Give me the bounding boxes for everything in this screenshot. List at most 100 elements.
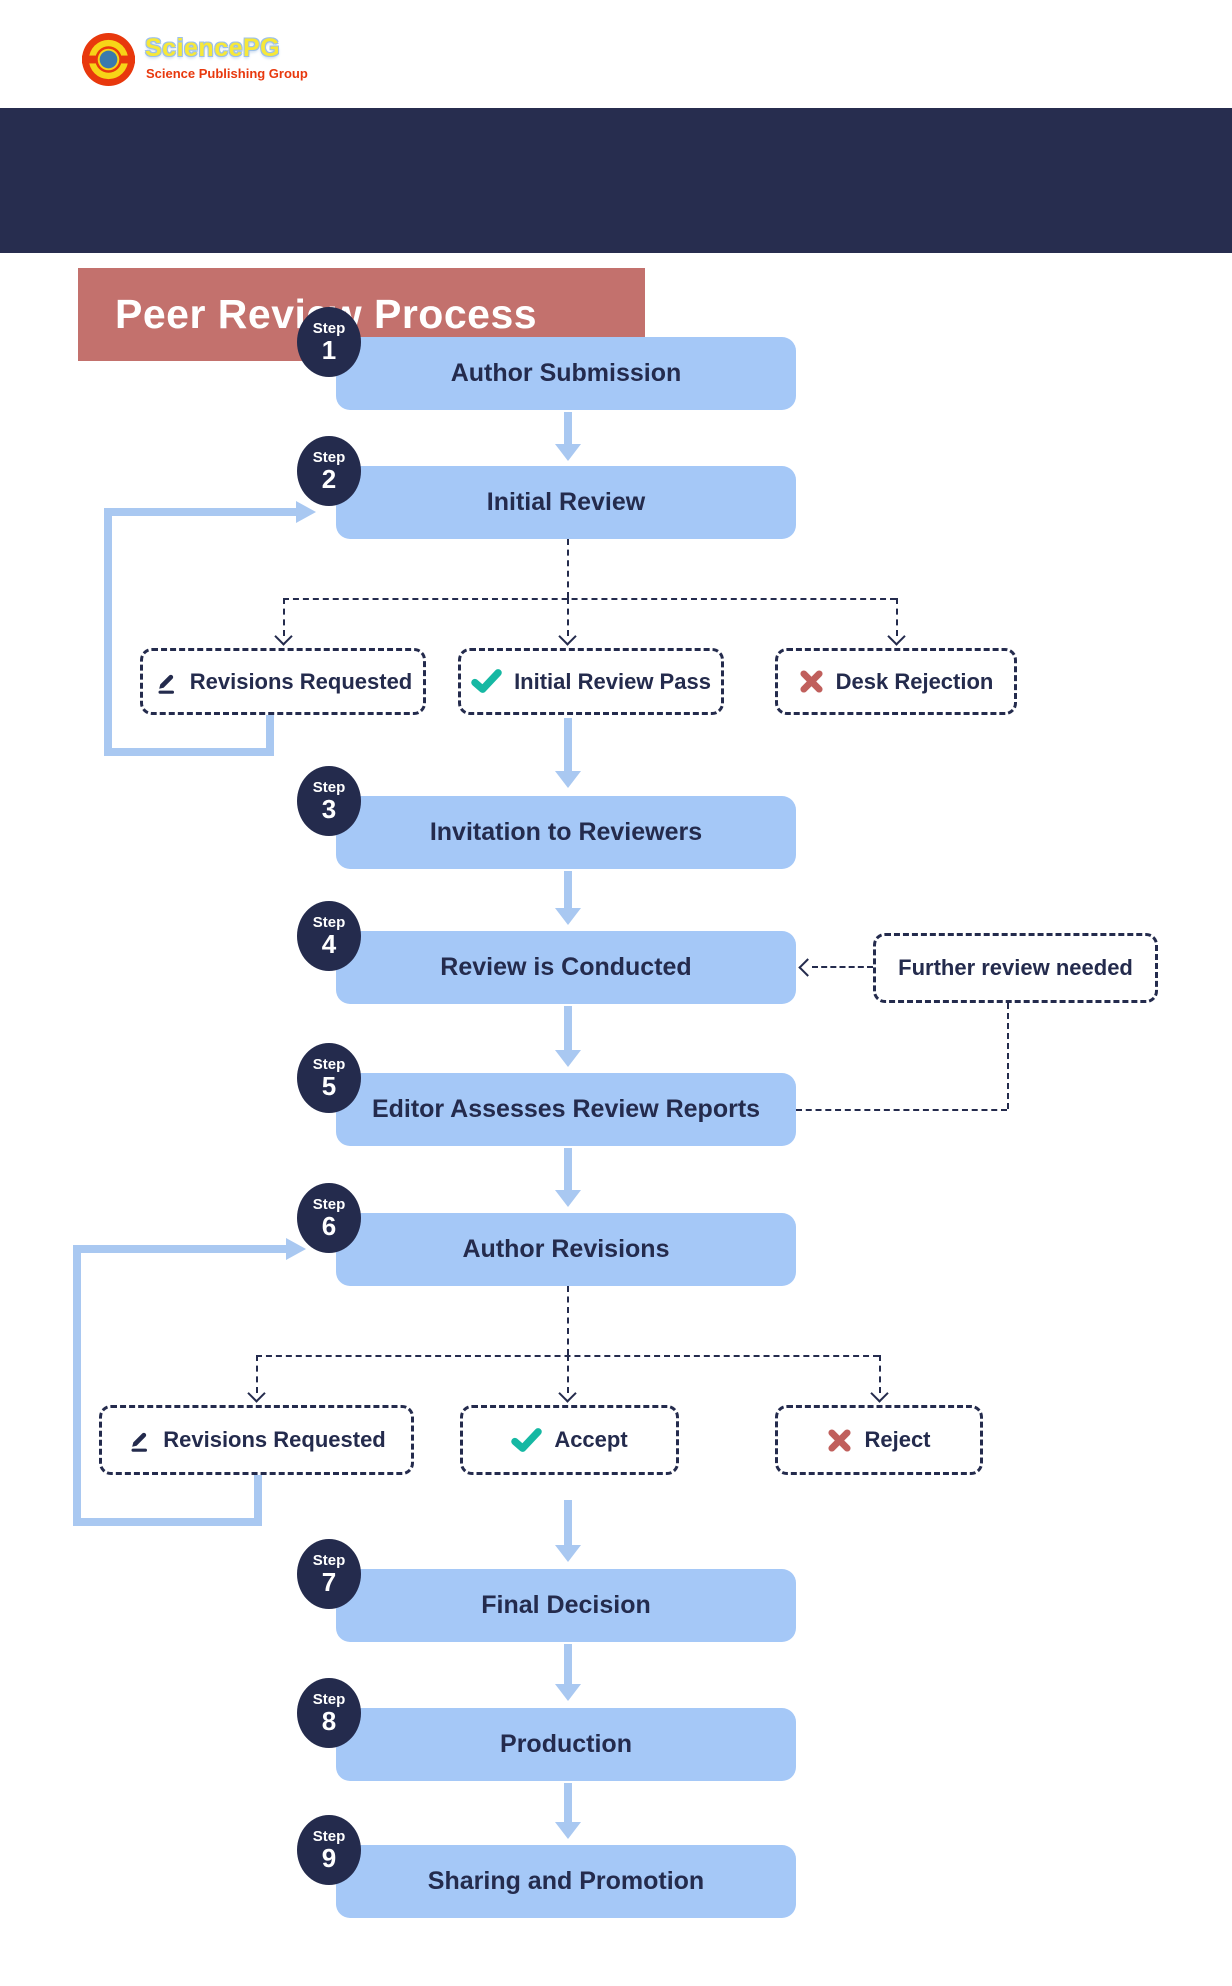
badge-word: Step — [312, 1056, 346, 1073]
branch-label: Revisions Requested — [189, 668, 413, 694]
step-badge-6: Step 6 — [297, 1183, 361, 1253]
step-label: Author Revisions — [462, 1235, 670, 1263]
step-box-invitation-to-reviewers: Invitation to Reviewers — [336, 796, 796, 869]
loop2-segment — [73, 1245, 81, 1526]
arrow-accept-7-head — [555, 1545, 581, 1562]
badge-word: Step — [312, 1196, 346, 1213]
step-badge-5: Step 5 — [297, 1043, 361, 1113]
check-icon — [511, 1427, 543, 1452]
title-band: Peer Review Process — [0, 108, 1232, 361]
step-badge-1: Step 1 — [297, 307, 361, 377]
branch-label: Initial Review Pass — [514, 668, 711, 694]
loop1-segment — [266, 715, 274, 756]
pencil-icon — [158, 674, 174, 694]
branch-label: Revisions Requested — [163, 1427, 386, 1452]
loop2-segment — [254, 1475, 262, 1526]
loop2-arrowhead-icon — [286, 1238, 306, 1260]
badge-number: 1 — [321, 335, 337, 365]
badge-number: 4 — [321, 929, 337, 959]
badge-number: 3 — [321, 794, 337, 824]
branch-label: Reject — [864, 1427, 931, 1452]
badge-word: Step — [312, 914, 346, 931]
arrowhead-down-icon — [558, 627, 577, 646]
badge-number: 5 — [321, 1071, 337, 1101]
step-label: Invitation to Reviewers — [429, 818, 703, 846]
dashed-connector — [567, 1355, 569, 1393]
dashed-connector — [1007, 1003, 1009, 1109]
branch-desk-rejection: Desk Rejection — [775, 648, 1017, 715]
badge-word: Step — [312, 1691, 346, 1708]
arrow-1-2-head — [555, 444, 581, 461]
arrow-1-2 — [564, 412, 572, 445]
dashed-connector — [567, 598, 569, 636]
dashed-connector — [567, 539, 569, 598]
arrow-7-8 — [564, 1644, 572, 1685]
badge-word: Step — [312, 449, 346, 466]
step-label: Author Submission — [450, 359, 682, 387]
check-icon — [471, 669, 502, 693]
step-box-editor-assesses-review-reports: Editor Assesses Review Reports — [336, 1073, 796, 1146]
step-label: Initial Review — [486, 488, 646, 516]
dashed-connector — [283, 598, 896, 600]
arrowhead-down-icon — [887, 627, 906, 646]
arrow-4-5 — [564, 1006, 572, 1051]
step-box-review-is-conducted: Review is Conducted — [336, 931, 796, 1004]
header: SciencePG Science Publishing Group — [0, 0, 1232, 108]
badge-number: 8 — [321, 1706, 337, 1736]
badge-word: Step — [312, 779, 346, 796]
loop1-segment — [104, 508, 298, 516]
badge-number: 6 — [321, 1211, 337, 1241]
dashed-connector — [567, 1286, 569, 1355]
arrow-pass-3-head — [555, 771, 581, 788]
badge-number: 7 — [321, 1567, 337, 1597]
x-icon — [800, 670, 823, 693]
step-label: Production — [500, 1730, 632, 1758]
loop2-segment — [73, 1245, 288, 1253]
loop1-segment — [104, 508, 112, 756]
loop1-segment — [104, 748, 274, 756]
badge-word: Step — [312, 320, 346, 337]
step-box-production: Production — [336, 1708, 796, 1781]
x-icon — [828, 1428, 852, 1452]
branch-reject: Reject — [775, 1405, 983, 1475]
brand-tagline: Science Publishing Group — [146, 66, 308, 81]
dashed-connector — [796, 1109, 1007, 1111]
step-box-author-submission: Author Submission — [336, 337, 796, 410]
branch-accept: Accept — [460, 1405, 679, 1475]
dashed-connector — [812, 966, 873, 968]
loop1-arrowhead-icon — [296, 501, 316, 523]
arrowhead-down-icon — [247, 1384, 266, 1403]
loop2-segment — [73, 1518, 262, 1526]
step-label: Review is Conducted — [440, 953, 692, 981]
step-badge-7: Step 7 — [297, 1539, 361, 1609]
arrow-8-9-head — [555, 1822, 581, 1839]
step-label: Sharing and Promotion — [427, 1867, 705, 1895]
arrowhead-down-icon — [558, 1384, 577, 1403]
arrow-3-4 — [564, 871, 572, 909]
dashed-connector — [256, 1355, 258, 1393]
arrow-7-8-head — [555, 1684, 581, 1701]
step-label: Editor Assesses Review Reports — [371, 1095, 761, 1123]
arrow-8-9 — [564, 1783, 572, 1823]
step-box-final-decision: Final Decision — [336, 1569, 796, 1642]
arrowhead-down-icon — [870, 1384, 889, 1403]
dashed-connector — [283, 598, 285, 636]
step-box-initial-review: Initial Review — [336, 466, 796, 539]
arrow-4-5-head — [555, 1050, 581, 1067]
arrowhead-left-icon — [798, 958, 817, 977]
badge-number: 2 — [321, 464, 337, 494]
sciencepg-logo-icon — [82, 33, 135, 86]
step-box-author-revisions: Author Revisions — [336, 1213, 796, 1286]
step-badge-9: Step 9 — [297, 1815, 361, 1885]
note-further-review-needed: Further review needed — [873, 933, 1158, 1003]
arrow-5-6 — [564, 1148, 572, 1191]
dashed-connector — [879, 1355, 881, 1393]
arrow-pass-3 — [564, 718, 572, 772]
badge-word: Step — [312, 1828, 346, 1845]
step-badge-2: Step 2 — [297, 436, 361, 506]
dashed-connector — [896, 598, 898, 636]
arrowhead-down-icon — [274, 627, 293, 646]
arrow-3-4-head — [555, 908, 581, 925]
branch-revisions-requested-1: Revisions Requested — [140, 648, 426, 715]
